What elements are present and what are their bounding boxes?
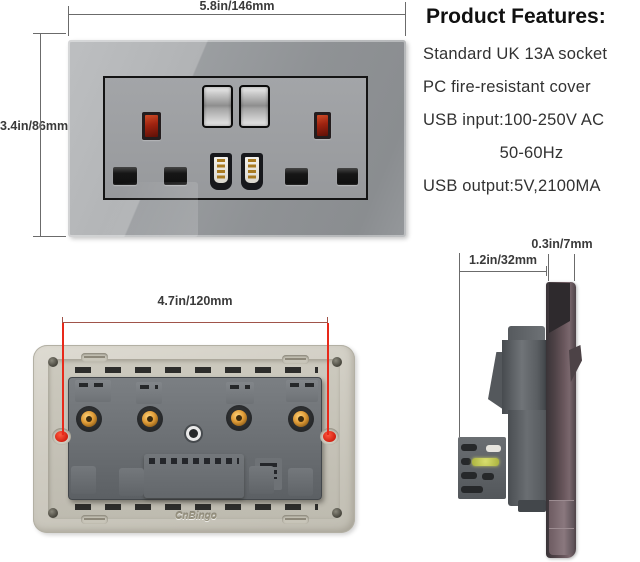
front-width-ext-left [68,6,69,36]
feature-item: USB output:5V,2100MA [423,177,601,195]
front-height-ext-bottom [33,236,66,237]
front-height-ext-top [33,33,66,34]
feature-item: USB input:100-250V AC [423,111,605,129]
bracket-slot [461,444,477,451]
usb-pins [248,159,256,179]
brass-terminal-screw[interactable] [226,405,252,431]
front-height-dimension-line [40,33,41,236]
side-depth-dimension-line [459,271,547,272]
back-width-dimension-line [62,322,328,323]
side-mounting-bracket [458,437,506,499]
side-depth-tick-right [546,266,547,276]
bottom-tab [288,468,313,496]
side-thickness-tick-left [548,254,549,281]
corner-screw-hole [332,357,342,367]
side-mechanism-lower [508,410,546,506]
terminal-tab [226,382,254,404]
back-ext-line-left [62,323,64,435]
left-neutral-pin-slot [164,167,187,185]
side-depth-dimension-label: 1.2in/32mm [468,253,538,267]
bracket-slot [461,472,477,479]
usb-port-left[interactable] [210,153,232,190]
socket-glass-plate [68,40,406,237]
usb-pins [217,159,225,179]
bracket-slot [461,486,483,493]
back-width-tick-right [327,317,328,327]
right-earth-slot-indicator [314,112,331,139]
bracket-slot [482,473,494,480]
corner-screw-hole [48,357,58,367]
side-thickness-dimension-label: 0.3in/7mm [531,237,593,251]
features-title: Product Features: [426,5,606,28]
center-fixing-screw [186,426,201,441]
right-live-pin-slot [285,168,308,185]
fixing-slot [81,515,108,524]
vent-row-bottom [75,504,318,510]
front-width-dimension-line [68,14,406,15]
back-width-dimension-label: 4.7in/120mm [157,294,233,308]
side-mechanism-foot [518,500,546,512]
left-earth-slot-indicator [142,112,161,140]
side-mechanism-upper [502,340,546,414]
side-panel-seam [549,500,574,501]
lower-terminal-cover [144,454,244,498]
back-ext-line-right [327,323,329,435]
front-width-ext-right [405,2,406,36]
terminal-tab [286,380,318,402]
bracket-slot [486,445,501,452]
fixing-slot [81,353,108,362]
mounting-hole-left [52,428,71,445]
side-panel-seam [549,528,574,529]
side-depth-ext-line [459,253,460,437]
bottom-tab [119,468,144,496]
bracket-level-indicator [472,458,499,466]
bottom-tab [249,466,274,494]
side-panel-top-cap [549,283,570,333]
corner-screw-hole [332,508,342,518]
left-live-pin-slot [113,167,137,185]
bracket-slot [461,458,471,465]
front-height-dimension-label: 3.4in/86mm [0,119,69,133]
terminal-tab [75,380,111,402]
left-rocker-switch[interactable] [202,85,233,128]
fixing-slot [282,515,309,524]
back-width-tick-left [62,317,63,327]
vent-row-top [75,367,318,373]
brass-terminal-screw[interactable] [76,406,102,432]
right-rocker-switch[interactable] [239,85,270,128]
usb-port-right[interactable] [241,153,263,190]
right-neutral-pin-slot [337,168,358,185]
fixing-slot [282,355,309,364]
socket-inner-panel [103,76,368,200]
feature-item: PC fire-resistant cover [423,78,591,96]
feature-item: Standard UK 13A socket [423,45,608,63]
side-thickness-tick-right [574,254,575,281]
terminal-block [68,377,322,500]
brass-terminal-screw[interactable] [137,406,163,432]
mounting-hole-right [320,428,339,445]
feature-item: 50-60Hz [499,144,564,162]
socket-back-plate: CnBingo [33,345,355,533]
brass-terminal-screw[interactable] [288,406,314,432]
bottom-tab [71,466,96,494]
corner-screw-hole [48,508,58,518]
front-width-dimension-label: 5.8in/146mm [199,0,275,13]
side-panel-bottom-band [549,500,574,555]
terminal-tab [136,382,162,404]
brand-logo: CnBingo [175,511,217,522]
